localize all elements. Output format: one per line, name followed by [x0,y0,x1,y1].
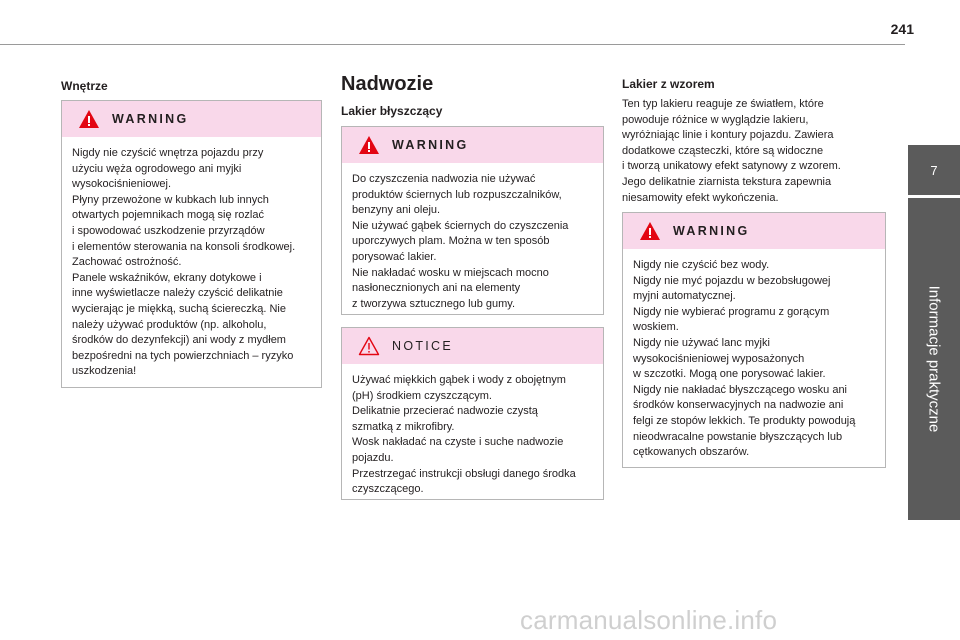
header-divider [0,44,905,45]
notice-header: NOTICE [342,328,603,364]
warning-box-interior: WARNING Nigdy nie czyścić wnętrza pojazd… [61,100,322,388]
warning-text: Do czyszczenia nadwozia nie używać produ… [352,173,569,310]
chapter-title-tab: Informacje praktyczne [908,198,960,520]
page-title: Nadwozie [341,73,434,95]
patterned-paint-paragraph: Ten typ lakieru reaguje ze światłem, któ… [622,98,841,204]
warning-header: WARNING [342,127,603,163]
notice-text: Używać miękkich gąbek i wody z obojętnym… [352,374,576,496]
chapter-title: Informacje praktyczne [925,285,943,433]
notice-triangle-icon [358,336,380,356]
warning-text: Nigdy nie czyścić wnętrza pojazdu przy u… [72,147,296,378]
notice-box-body: NOTICE Używać miękkich gąbek i wody z ob… [341,327,604,500]
chapter-number-tab: 7 [908,145,960,195]
warning-box-patterned: WARNING Nigdy nie czyścić bez wody. Nigd… [622,212,886,468]
page-number: 241 [890,21,914,37]
warning-label: WARNING [112,112,189,126]
warning-header: WARNING [623,213,885,249]
section-heading-interior: Wnętrze [61,79,108,93]
warning-header: WARNING [62,101,321,137]
warning-label: WARNING [392,138,469,152]
warning-triangle-icon [358,135,380,155]
warning-label: WARNING [673,224,750,238]
warning-triangle-icon [78,109,100,129]
warning-box-body: WARNING Do czyszczenia nadwozia nie używ… [341,126,604,315]
warning-text: Nigdy nie czyścić bez wody. Nigdy nie my… [633,259,856,459]
notice-label: NOTICE [392,339,454,353]
warning-triangle-icon [639,221,661,241]
section-heading-glossy-paint: Lakier błyszczący [341,104,443,118]
watermark: carmanualsonline.info [520,605,778,635]
section-heading-patterned-paint: Lakier z wzorem [622,77,715,91]
